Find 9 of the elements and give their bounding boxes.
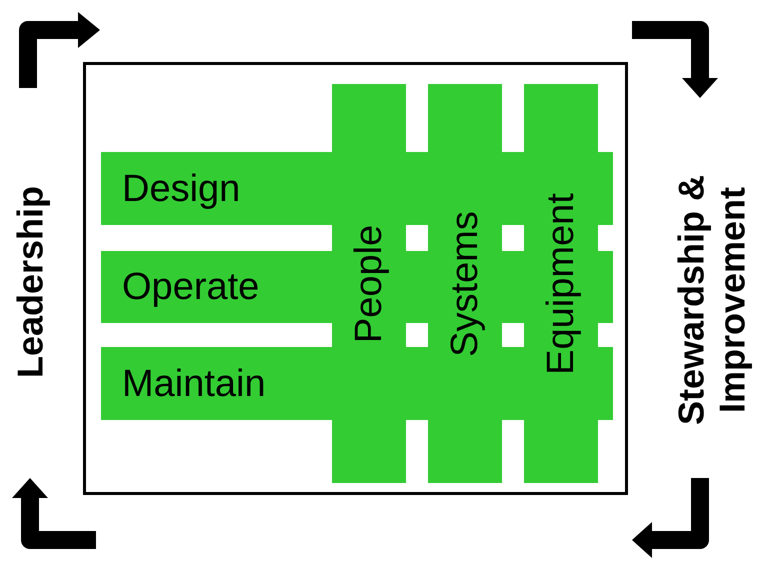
bar-label: Maintain: [122, 364, 266, 402]
side-label: Stewardship & Improvement: [670, 174, 754, 428]
frame-box: [83, 62, 628, 495]
bar-label: Systems: [446, 210, 484, 356]
bar-label: People: [350, 224, 388, 343]
side-label: Leadership: [9, 186, 51, 378]
bar-label: Design: [122, 170, 240, 208]
bar-label: Equipment: [542, 192, 580, 374]
bar-label: Operate: [122, 268, 260, 306]
